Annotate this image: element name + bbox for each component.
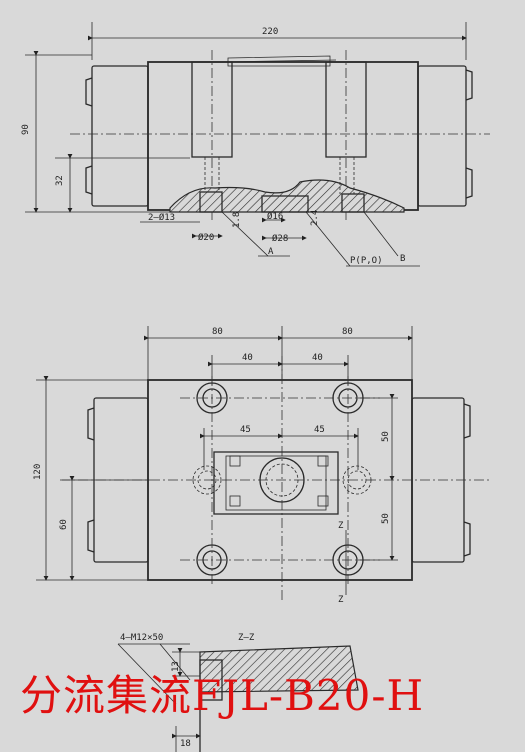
dim-front-40-right: 40 — [312, 353, 323, 363]
dim-bolt-45-right: 45 — [314, 425, 325, 435]
port-a-circle — [192, 465, 222, 495]
port-b-circle — [342, 465, 372, 495]
section-mark-z-top: Z — [338, 521, 344, 531]
end-cap-left — [91, 65, 149, 207]
dim-section-13: 13 — [171, 661, 181, 672]
label-port-a: A — [268, 247, 274, 257]
dim-front-80-left: 80 — [212, 327, 223, 337]
port-plate — [213, 451, 339, 515]
dim-front-80-right: 80 — [342, 327, 353, 337]
section-mark-z-bottom: Z — [338, 595, 344, 605]
dim-2-4: 2.4 — [310, 210, 320, 226]
front-view: 80 80 40 40 120 60 — [33, 326, 490, 605]
top-view: 220 90 32 — [21, 22, 490, 267]
product-caption: 分流集流FJL-B20-H — [20, 671, 425, 720]
dim-right-50-lower: 50 — [381, 513, 391, 524]
dim-1-8: 1.8 — [232, 212, 242, 228]
dim-lower-32: 32 — [55, 175, 65, 186]
end-cap-right — [417, 65, 467, 207]
dim-height-90: 90 — [21, 124, 31, 135]
dim-front-60: 60 — [59, 519, 69, 530]
dim-front-40-left: 40 — [242, 353, 253, 363]
dim-width-220: 220 — [262, 27, 278, 37]
dim-bolt-45-left: 45 — [240, 425, 251, 435]
dim-holes-2x13: 2—Ø13 — [148, 212, 175, 223]
label-port-b: B — [400, 254, 405, 264]
valve-body-top — [147, 61, 419, 211]
front-end-cap-left — [93, 397, 149, 563]
section-view: 4—M12×50 Z—Z 13 18 — [117, 633, 359, 752]
dim-section-18: 18 — [180, 739, 191, 749]
port-p-circle — [259, 457, 305, 503]
label-port-p: P(P,O) — [350, 256, 383, 266]
dim-d28: Ø28 — [272, 233, 288, 244]
section-title-zz: Z—Z — [238, 633, 255, 643]
dim-front-120: 120 — [33, 464, 43, 480]
label-thread: 4—M12×50 — [120, 633, 163, 643]
dim-right-50-upper: 50 — [381, 431, 391, 442]
dim-d16: Ø16 — [267, 211, 283, 222]
dim-d20: Ø20 — [198, 232, 214, 243]
